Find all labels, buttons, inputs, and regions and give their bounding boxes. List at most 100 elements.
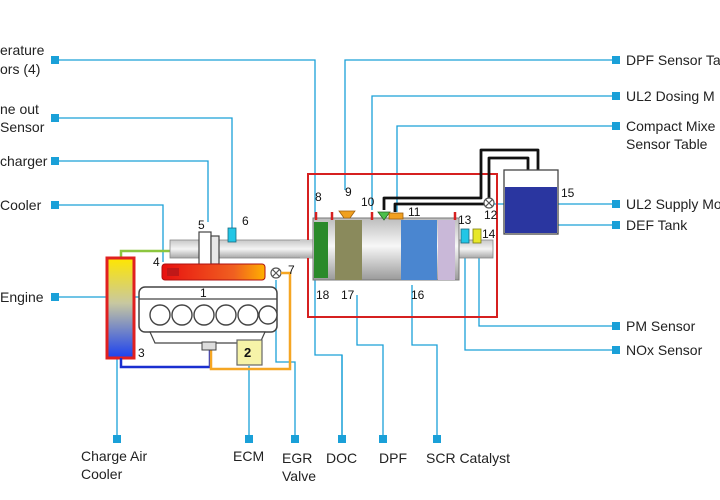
leader-pm-sensor: [478, 245, 615, 327]
egr-valve-cross: [272, 269, 280, 277]
dosing-module: [377, 211, 391, 221]
cylinder-6: [258, 305, 278, 325]
pm-sensor-body: [472, 228, 482, 244]
num-17: 17: [341, 288, 355, 302]
label-egr-valve-line1: EGR: [282, 450, 312, 466]
leader-engine-out: [55, 117, 233, 230]
aftertreatment-canister: [312, 217, 460, 281]
label-egr-valve-line2: Valve: [282, 468, 316, 484]
marker-egr-valve: [291, 435, 299, 443]
nox-sensor-body: [460, 228, 470, 244]
def-line-inner: [393, 156, 530, 212]
label-doc: DOC: [326, 450, 357, 466]
leader-dpf-sensor: [344, 59, 615, 190]
label-mixer-line2: Sensor Table: [626, 136, 708, 152]
num-1: 1: [200, 286, 207, 300]
leader-egr-valve: [275, 280, 296, 438]
num-18: 18: [316, 288, 330, 302]
marker-nox-sensor: [612, 346, 620, 354]
green-element: [314, 222, 328, 278]
label-charge-air-line1: Charge Air: [81, 448, 147, 464]
leader-ul2-dosing: [371, 95, 615, 210]
turbocharger-wheel: [210, 235, 220, 265]
egr-return-pipe: [209, 271, 292, 371]
temperature-sensor-ticks: [314, 212, 457, 220]
ecm-connector: [201, 341, 217, 351]
num-2: 2: [244, 345, 251, 360]
marker-temp-sensors: [51, 56, 59, 64]
marker-dpf-sensor: [612, 56, 620, 64]
num-5: 5: [198, 218, 205, 232]
right-leaders: [344, 59, 615, 351]
charge-air-cooler: [105, 256, 136, 360]
label-egr-cooler: Cooler: [0, 197, 42, 213]
label-engine-out-line2: Sensor: [0, 119, 45, 135]
def-line-outer: [382, 148, 540, 210]
cylinder-5: [237, 304, 259, 326]
egr-cooler-tag: [167, 268, 179, 276]
marker-ul2-dosing: [612, 92, 620, 100]
num-10: 10: [361, 195, 375, 209]
left-markers: [51, 56, 441, 443]
label-turbocharger: charger: [0, 153, 48, 169]
marker-ul2-supply: [612, 200, 620, 208]
marker-ecm: [245, 435, 253, 443]
num-13: 13: [458, 213, 472, 227]
marker-scr: [433, 435, 441, 443]
marker-engine-out: [51, 114, 59, 122]
leader-turbo: [55, 160, 209, 222]
label-scr-catalyst: SCR Catalyst: [426, 450, 510, 466]
label-pm-sensor: PM Sensor: [626, 318, 696, 334]
marker-pm-sensor: [612, 322, 620, 330]
egr-cooler: [161, 263, 266, 281]
cylinder-4: [215, 304, 237, 326]
marker-doc: [338, 435, 346, 443]
def-lines: [382, 148, 540, 212]
label-ecm: ECM: [233, 448, 264, 464]
leader-mixer: [396, 125, 615, 212]
def-tank-fluid: [505, 187, 557, 233]
num-15: 15: [561, 186, 575, 200]
label-mixer-line1: Compact Mixe: [626, 118, 716, 134]
marker-def-tank: [612, 221, 620, 229]
turbocharger: [198, 231, 212, 269]
scr-rear-element: [438, 220, 455, 280]
marker-turbo: [51, 157, 59, 165]
cylinder-2: [171, 304, 193, 326]
label-temp-sensors-line1: erature: [0, 42, 45, 58]
label-engine-out-line1: ne out: [0, 101, 39, 117]
num-9: 9: [345, 185, 352, 199]
component-numbers: 1 2 3 4 5 6 7 8 9 10 11 12 13 14 15 16 1…: [138, 185, 575, 360]
leader-scr: [411, 285, 438, 438]
num-6: 6: [242, 214, 249, 228]
marker-dpf: [379, 435, 387, 443]
mixer-sensor: [388, 212, 404, 220]
right-markers: [612, 56, 620, 354]
label-def-tank: DEF Tank: [626, 217, 688, 233]
right-labels: DPF Sensor Ta UL2 Dosing M Compact Mixe …: [626, 52, 720, 358]
doc-element: [335, 220, 362, 280]
exhaust-inlet-pipe: [300, 240, 314, 258]
label-ul2-supply: UL2 Supply Mo: [626, 196, 720, 212]
num-14: 14: [482, 227, 496, 241]
engine-cylinders: [149, 304, 278, 326]
leader-nox-sensor: [464, 245, 615, 351]
leader-dpf: [356, 295, 384, 438]
num-12: 12: [484, 208, 498, 222]
marker-mixer: [612, 122, 620, 130]
bottom-labels: Charge Air Cooler ECM EGR Valve DOC DPF …: [81, 448, 510, 484]
marker-egr-cooler: [51, 201, 59, 209]
marker-engine: [51, 293, 59, 301]
engine-out-sensor: [227, 227, 237, 243]
num-8: 8: [315, 190, 322, 204]
dpf-sensor: [338, 210, 356, 219]
left-leaders: [55, 59, 438, 438]
label-nox-sensor: NOx Sensor: [626, 342, 703, 358]
cylinder-3: [193, 304, 215, 326]
num-4: 4: [153, 255, 160, 269]
num-7: 7: [288, 263, 295, 277]
left-labels: erature ors (4) ne out Sensor charger Co…: [0, 42, 48, 305]
label-ul2-dosing: UL2 Dosing M: [626, 88, 715, 104]
label-engine: Engine: [0, 289, 44, 305]
